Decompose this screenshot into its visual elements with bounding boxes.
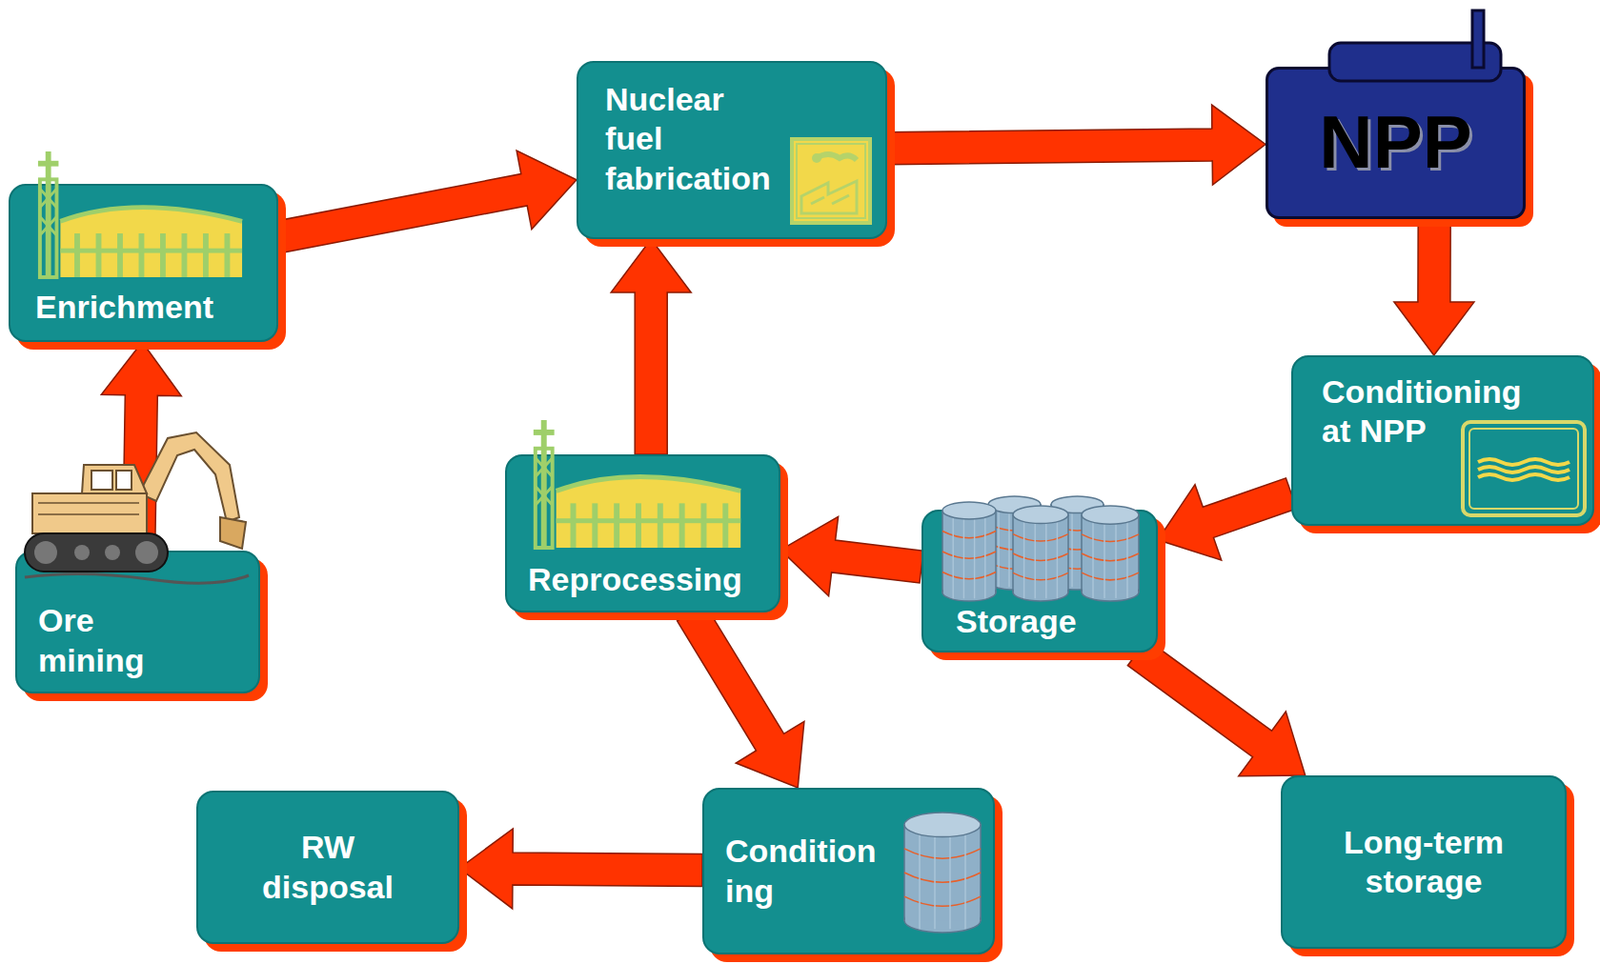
- box-label: RW disposal: [251, 828, 405, 908]
- box-label: Ore mining: [38, 601, 163, 681]
- factory-icon: [27, 151, 252, 278]
- process-box: Ore mining: [15, 550, 261, 694]
- box-label: Storage: [955, 602, 1077, 642]
- reactor-box: NPP: [1265, 66, 1526, 220]
- fabrication-icon: [789, 137, 872, 225]
- process-box: Storage: [921, 509, 1158, 653]
- process-box: Long-term storage: [1280, 775, 1567, 950]
- drum-icon: [902, 810, 985, 937]
- flow-arrow: [1157, 478, 1297, 561]
- box-label: Long-term storage: [1323, 823, 1524, 903]
- process-box: Condition ing: [702, 788, 995, 955]
- process-box: Nuclear fuel fabrication: [576, 60, 888, 240]
- flow-arrow: [610, 239, 691, 455]
- flow-arrow: [780, 516, 924, 596]
- process-box: Conditioning at NPP: [1291, 355, 1595, 527]
- flow-arrow: [887, 104, 1266, 185]
- flow-arrow: [1394, 219, 1475, 356]
- box-label: Nuclear fuel fabrication: [605, 80, 782, 199]
- box-label: Reprocessing: [527, 560, 743, 600]
- box-label: NPP: [1318, 101, 1472, 184]
- process-box: Enrichment: [8, 183, 279, 343]
- flow-arrow: [459, 829, 703, 910]
- factory-icon: [526, 420, 748, 548]
- flow-arrow: [1127, 639, 1305, 777]
- excavator-illustration: [24, 426, 249, 585]
- process-box: RW disposal: [196, 790, 460, 945]
- drum-icon: [929, 496, 1149, 604]
- box-label: Conditioning at NPP: [1321, 372, 1534, 452]
- box-label: Enrichment: [35, 287, 214, 327]
- conditioning-icon: [1460, 420, 1587, 518]
- flow-arrow: [275, 150, 577, 253]
- process-box: Reprocessing: [505, 454, 781, 613]
- box-label: Condition ing: [725, 831, 888, 912]
- reactor-dome: [1327, 8, 1519, 76]
- flow-arrow: [677, 604, 805, 789]
